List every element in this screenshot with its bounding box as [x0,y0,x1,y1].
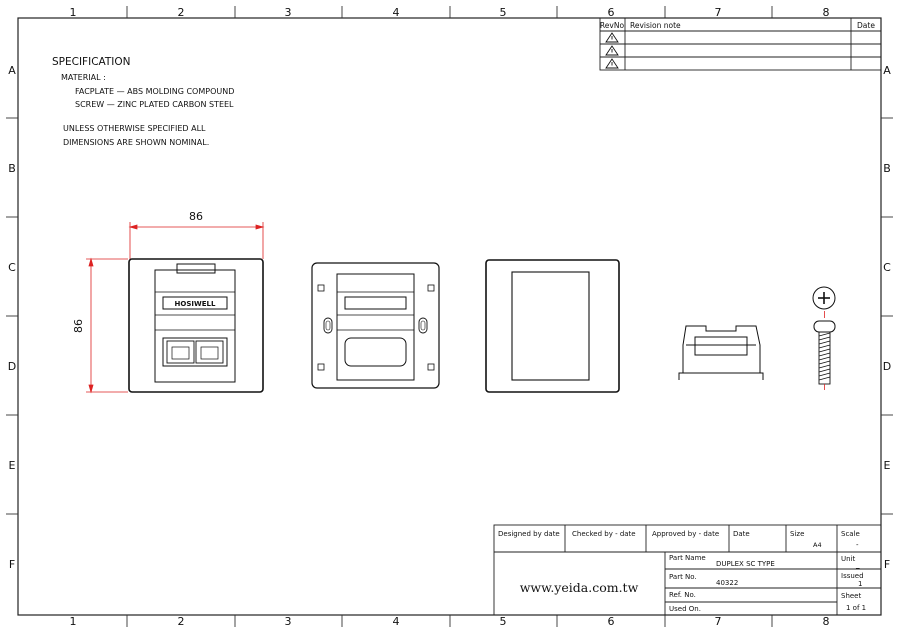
scale-label: Scale [841,530,860,538]
row-label: E [9,459,16,472]
brand-label: HOSIWELL [175,300,216,308]
col-label: 6 [608,6,615,19]
revision-table: RevNo Revision note Date [599,17,882,71]
col-label: 7 [715,615,722,628]
screw-view [812,286,836,390]
part-name-value: DUPLEX SC TYPE [716,560,775,568]
frame-view [485,259,620,393]
note-line: UNLESS OTHERWISE SPECIFIED ALL [63,124,206,133]
date-label: Date [733,530,750,538]
issued-label: Issued [841,572,864,580]
col-label: 1 [70,615,77,628]
material-label: MATERIAL : [61,73,106,82]
unit-value: _ [855,561,860,569]
part-name-label: Part Name [669,554,706,562]
spec-heading: SPECIFICATION [52,56,131,68]
row-label: F [884,558,890,571]
unit-label: Unit [841,555,856,563]
front-view: 86 86 HOSIWELL [72,210,265,394]
col-label: 8 [823,6,830,19]
material-line: SCREW — ZINC PLATED CARBON STEEL [75,100,234,109]
row-labels-left: A B C D E F [8,64,16,571]
approved-by-label: Approved by - date [652,530,719,538]
drawing-frame [17,17,882,616]
row-label: D [883,360,891,373]
grid-ticks [6,6,893,627]
designed-by-label: Designed by date [498,530,560,538]
warning-icon [605,45,619,56]
row-label: A [883,64,891,77]
checked-by-label: Checked by - date [572,530,636,538]
used-on-label: Used On. [669,605,701,613]
col-label: 7 [715,6,722,19]
height-dimension: 86 [72,319,85,333]
title-block: Designed by date Checked by - date Appro… [493,524,882,616]
screw-head-icon [812,286,836,310]
sheet-value: 1 of 1 [846,604,866,612]
size-label: Size [790,530,804,538]
col-label: 4 [393,6,400,19]
dimension-lines [86,222,265,394]
col-label: 6 [608,615,615,628]
revno-header: RevNo [600,21,625,30]
specification-block: SPECIFICATION MATERIAL : FACPLATE — ABS … [52,56,234,147]
back-view [311,262,440,389]
date-header: Date [857,21,875,30]
col-label: 2 [178,6,185,19]
column-labels-top: 1 2 3 4 5 6 7 8 [70,6,830,19]
column-labels-bottom: 1 2 3 4 5 6 7 8 [70,615,830,628]
col-label: 3 [285,6,292,19]
width-dimension: 86 [189,210,203,223]
row-label: E [884,459,891,472]
row-label: C [883,261,891,274]
revision-note-header: Revision note [630,21,681,30]
sheet-label: Sheet [841,592,861,600]
col-label: 3 [285,615,292,628]
ref-no-label: Ref. No. [669,591,696,599]
col-label: 2 [178,615,185,628]
part-no-value: 40322 [716,579,738,587]
col-label: 4 [393,615,400,628]
clip-view [678,325,764,380]
row-label: C [8,261,16,274]
col-label: 5 [500,615,507,628]
issued-value: 1 [858,580,862,588]
row-label: A [8,64,16,77]
website-text: www.yeida.com.tw [520,580,639,595]
size-value: A4 [813,541,822,549]
scale-value: - [856,541,859,549]
warning-icon [605,58,619,69]
row-label: D [8,360,16,373]
row-labels-right: A B C D E F [883,64,891,571]
col-label: 1 [70,6,77,19]
warning-icon [605,32,619,43]
part-no-label: Part No. [669,573,697,581]
note-line: DIMENSIONS ARE SHOWN NOMINAL. [63,138,209,147]
col-label: 5 [500,6,507,19]
material-line: FACPLATE — ABS MOLDING COMPOUND [75,87,234,96]
row-label: B [8,162,16,175]
col-label: 8 [823,615,830,628]
row-label: F [9,558,15,571]
row-label: B [883,162,891,175]
